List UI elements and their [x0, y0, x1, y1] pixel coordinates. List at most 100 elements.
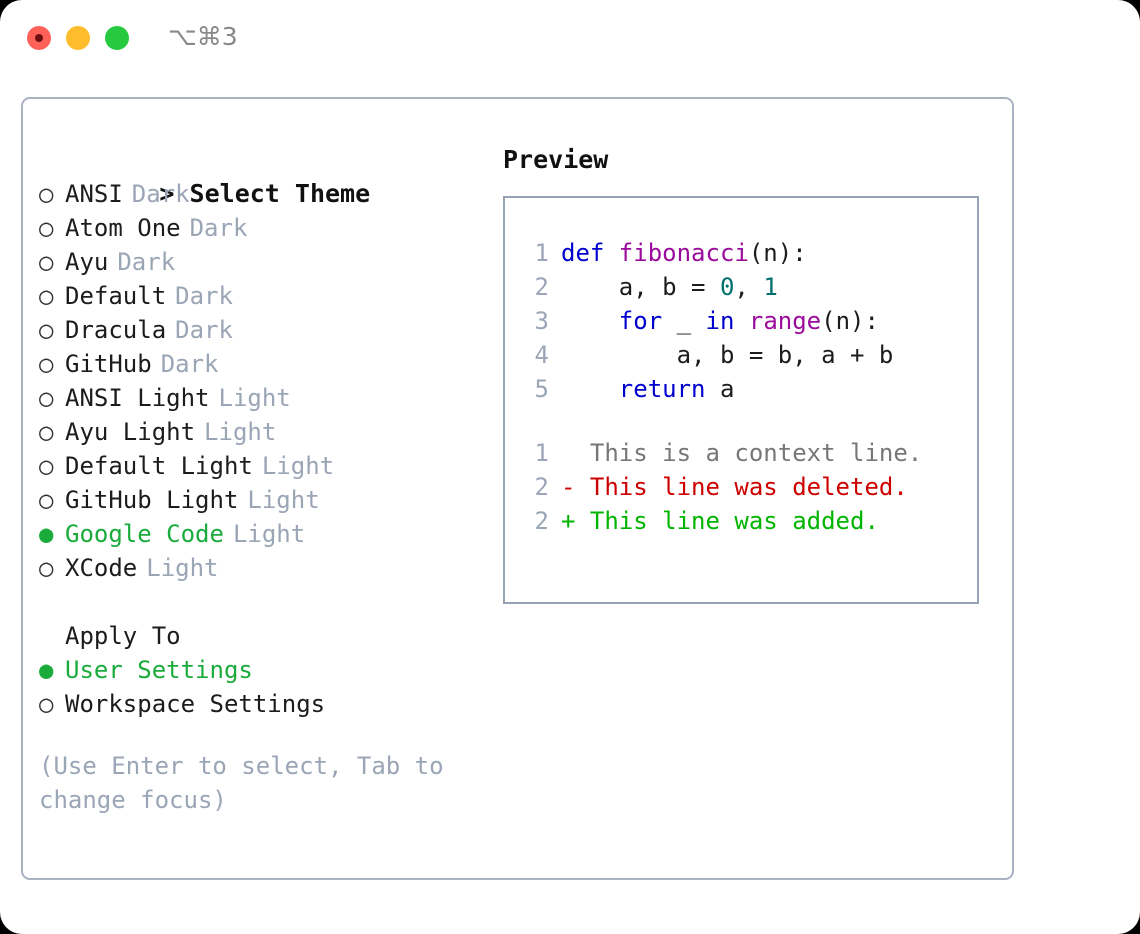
code-token: in	[705, 307, 735, 335]
list-spacer	[39, 585, 499, 619]
code-token: _	[662, 307, 706, 335]
theme-option-tag: Light	[247, 486, 320, 514]
line-number: 2	[534, 273, 549, 301]
diff-text: This is a context line.	[575, 439, 923, 467]
apply-to-list[interactable]: ● User Settings ○ Workspace Settings	[39, 653, 499, 721]
theme-option-label: Ayu Light	[65, 418, 196, 446]
theme-option-tag: Dark	[175, 282, 233, 310]
code-token: def	[561, 239, 619, 267]
preview-title: Preview	[503, 145, 609, 174]
theme-option-google-code[interactable]: ● Google Code Light	[39, 517, 499, 551]
theme-option-label: ANSI Light	[65, 384, 210, 412]
code-token: (n):	[748, 239, 807, 267]
radio-unselected-icon: ○	[39, 350, 54, 378]
theme-option-label: Dracula	[65, 316, 167, 344]
apply-to-option-workspace-settings[interactable]: ○ Workspace Settings	[39, 687, 499, 721]
line-number: 5	[534, 375, 549, 403]
code-token: 0	[719, 273, 735, 301]
radio-unselected-icon: ○	[39, 316, 54, 344]
diff-text: This line was deleted.	[575, 473, 908, 501]
theme-option-github-light[interactable]: ○ GitHub Light Light	[39, 483, 499, 517]
theme-option-tag: Dark	[160, 350, 219, 378]
theme-option-label: Default Light	[65, 452, 253, 480]
code-token: return	[618, 375, 706, 403]
traffic-light-group	[27, 26, 129, 50]
diff-marker: -	[561, 473, 576, 501]
radio-selected-icon: ●	[39, 520, 54, 548]
code-token	[561, 372, 619, 406]
apply-to-option-label: Workspace Settings	[65, 690, 326, 718]
theme-option-tag: Dark	[117, 248, 176, 276]
code-token: ,	[734, 273, 764, 301]
line-number: 1	[534, 239, 549, 267]
diff-line-add: 2+ This line was added.	[505, 504, 977, 538]
code-line: 2 a, b = 0, 1	[505, 270, 977, 304]
radio-unselected-icon: ○	[39, 180, 54, 208]
hint-spacer	[39, 721, 499, 749]
line-number: 1	[534, 439, 549, 467]
radio-unselected-icon: ○	[39, 214, 54, 242]
theme-option-tag: Light	[232, 520, 306, 548]
code-token	[734, 304, 748, 338]
select-theme-header: > Select Theme	[39, 143, 499, 208]
theme-option-tag: Dark	[131, 180, 190, 208]
diff-line-ctx: 1 This is a context line.	[505, 436, 977, 470]
radio-unselected-icon: ○	[39, 384, 54, 412]
code-token	[561, 304, 619, 338]
theme-option-label: Atom One	[65, 214, 181, 242]
line-number: 4	[534, 341, 549, 369]
close-button[interactable]	[27, 26, 51, 50]
radio-selected-icon: ●	[39, 656, 54, 684]
diff-marker: +	[561, 507, 576, 535]
code-line: 4 a, b = b, a + b	[505, 338, 977, 372]
code-token: a	[705, 375, 735, 403]
line-number: 2	[534, 507, 549, 535]
code-token: 1	[763, 273, 778, 301]
apply-to-option-label: User Settings	[65, 656, 253, 684]
theme-option-label: ANSI	[65, 180, 123, 208]
code-token: a, b =	[561, 273, 720, 301]
code-token: (n):	[821, 307, 879, 335]
theme-option-dracula[interactable]: ○ Dracula Dark	[39, 313, 499, 347]
diff-line-del: 2- This line was deleted.	[505, 470, 977, 504]
diff-marker	[561, 436, 575, 470]
zoom-button[interactable]	[105, 26, 129, 50]
theme-option-label: GitHub Light	[65, 486, 239, 514]
radio-unselected-icon: ○	[39, 418, 54, 446]
radio-unselected-icon: ○	[39, 690, 54, 718]
prompt-caret-icon: >	[159, 179, 175, 208]
code-token: fibonacci	[618, 239, 749, 267]
title-bar: ⌥⌘3	[0, 0, 1140, 78]
theme-option-tag: Light	[218, 384, 291, 412]
theme-option-label: XCode	[65, 554, 138, 582]
theme-option-ansi[interactable]: ○ ANSI Dark	[39, 177, 499, 211]
code-token: range	[748, 307, 822, 335]
keyboard-hint-text: (Use Enter to select, Tab to change focu…	[39, 752, 459, 814]
theme-option-ayu-light[interactable]: ○ Ayu Light Light	[39, 415, 499, 449]
apply-to-header: Apply To	[65, 622, 181, 650]
code-line: 1 def fibonacci(n):	[505, 236, 977, 270]
theme-option-ansi-light[interactable]: ○ ANSI Light Light	[39, 381, 499, 415]
apply-to-option-user-settings[interactable]: ● User Settings	[39, 653, 499, 687]
theme-option-label: Google Code	[65, 520, 224, 548]
minimize-button[interactable]	[66, 26, 90, 50]
code-line: 5 return a	[505, 372, 977, 406]
radio-unselected-icon: ○	[39, 452, 54, 480]
radio-unselected-icon: ○	[39, 486, 54, 514]
diff-sample: 1 This is a context line.2- This line wa…	[505, 436, 977, 538]
theme-option-tag: Dark	[175, 316, 233, 344]
code-line: 3 for _ in range(n):	[505, 304, 977, 338]
theme-option-tag: Light	[204, 418, 277, 446]
theme-option-label: Ayu	[65, 248, 109, 276]
